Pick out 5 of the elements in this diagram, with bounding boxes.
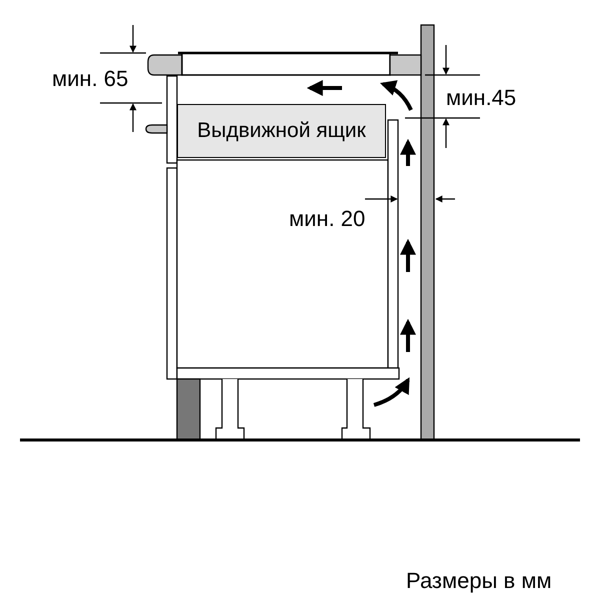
- dimension-label: мин.45: [446, 87, 516, 109]
- units-note: Размеры в мм: [406, 570, 552, 592]
- drawer-box: Выдвижной ящик: [177, 104, 386, 158]
- dimension-label: мин. 20: [289, 208, 366, 230]
- dimension-label: мин. 65: [52, 68, 128, 90]
